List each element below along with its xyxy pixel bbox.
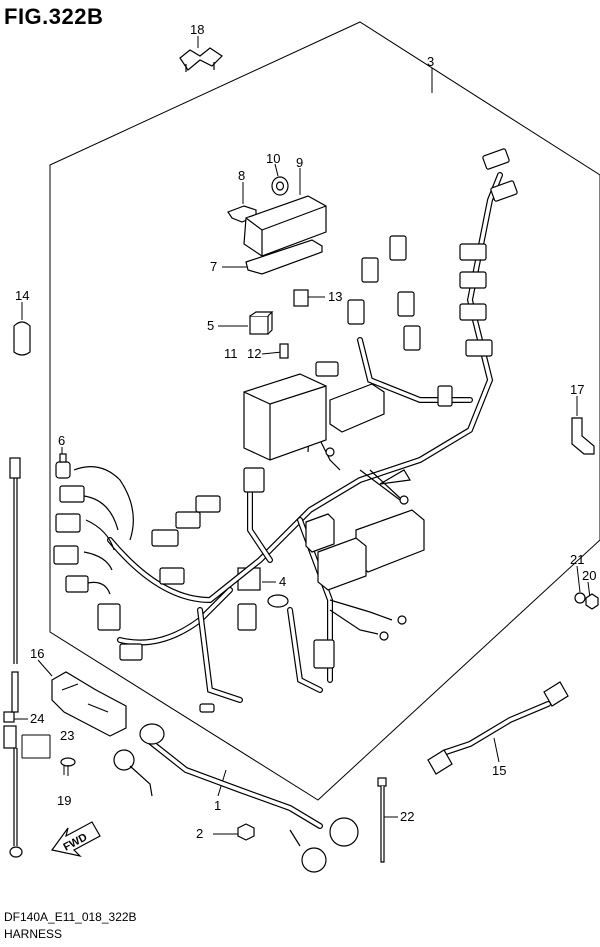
leader-lines [14, 36, 591, 835]
main-harness-part-3 [53, 148, 518, 713]
callout-3: 3 [427, 54, 434, 69]
sensor-part-6 [55, 453, 71, 479]
figure-title: FIG.322B [4, 4, 104, 29]
bolt-part-19 [60, 757, 76, 776]
callout-15: 15 [492, 763, 506, 778]
gasket-part-7 [245, 239, 323, 275]
grommet-part-10 [271, 176, 289, 196]
junction-box-part-9 [243, 195, 327, 257]
callout-13: 13 [328, 289, 342, 304]
connector-part-23 [3, 725, 17, 749]
extension-harness-part-15 [427, 681, 569, 775]
callout-1: 1 [214, 798, 221, 813]
clip-part-18 [179, 47, 223, 72]
clamp-part-24 [3, 711, 15, 723]
callout-17: 17 [570, 382, 584, 397]
figure-code: DF140A_E11_018_322B [4, 910, 137, 924]
callout-4: 4 [279, 574, 286, 589]
cable-tie-part-22 [377, 777, 387, 863]
callout-labels: 18 3 10 9 8 7 14 13 5 11 12 6 17 4 21 20… [15, 22, 596, 841]
callout-12: 12 [247, 346, 261, 361]
callout-24: 24 [30, 711, 44, 726]
battery-wire [9, 457, 23, 858]
callout-8: 8 [238, 168, 245, 183]
forward-direction-arrow: FWD [50, 821, 101, 858]
callout-7: 7 [210, 259, 217, 274]
callout-16: 16 [30, 646, 44, 661]
washer-part-21 [574, 592, 586, 604]
bracket-part-17 [571, 417, 595, 455]
fuse-part-12 [279, 343, 289, 359]
fuse-part-13 [293, 289, 309, 307]
callout-2: 2 [196, 826, 203, 841]
callout-5: 5 [207, 318, 214, 333]
relay-part-5 [249, 311, 274, 335]
fuse-box-part-16 [51, 671, 127, 737]
harness-part-1 [113, 723, 359, 873]
callout-19: 19 [57, 793, 71, 808]
callout-9: 9 [296, 155, 303, 170]
callout-10: 10 [266, 151, 280, 166]
callout-21: 21 [570, 552, 584, 567]
callout-6: 6 [58, 433, 65, 448]
kit-boundary [49, 21, 600, 801]
callout-14: 14 [15, 288, 29, 303]
callout-20: 20 [582, 568, 596, 583]
nut-part-2 [237, 823, 255, 841]
cap-part-14 [13, 321, 31, 356]
nut-part-20 [585, 593, 599, 610]
figure-name: HARNESS [4, 927, 63, 941]
callout-23: 23 [60, 728, 74, 743]
callout-18: 18 [190, 22, 204, 37]
callout-22: 22 [400, 809, 414, 824]
callout-11: 11 [224, 346, 238, 361]
